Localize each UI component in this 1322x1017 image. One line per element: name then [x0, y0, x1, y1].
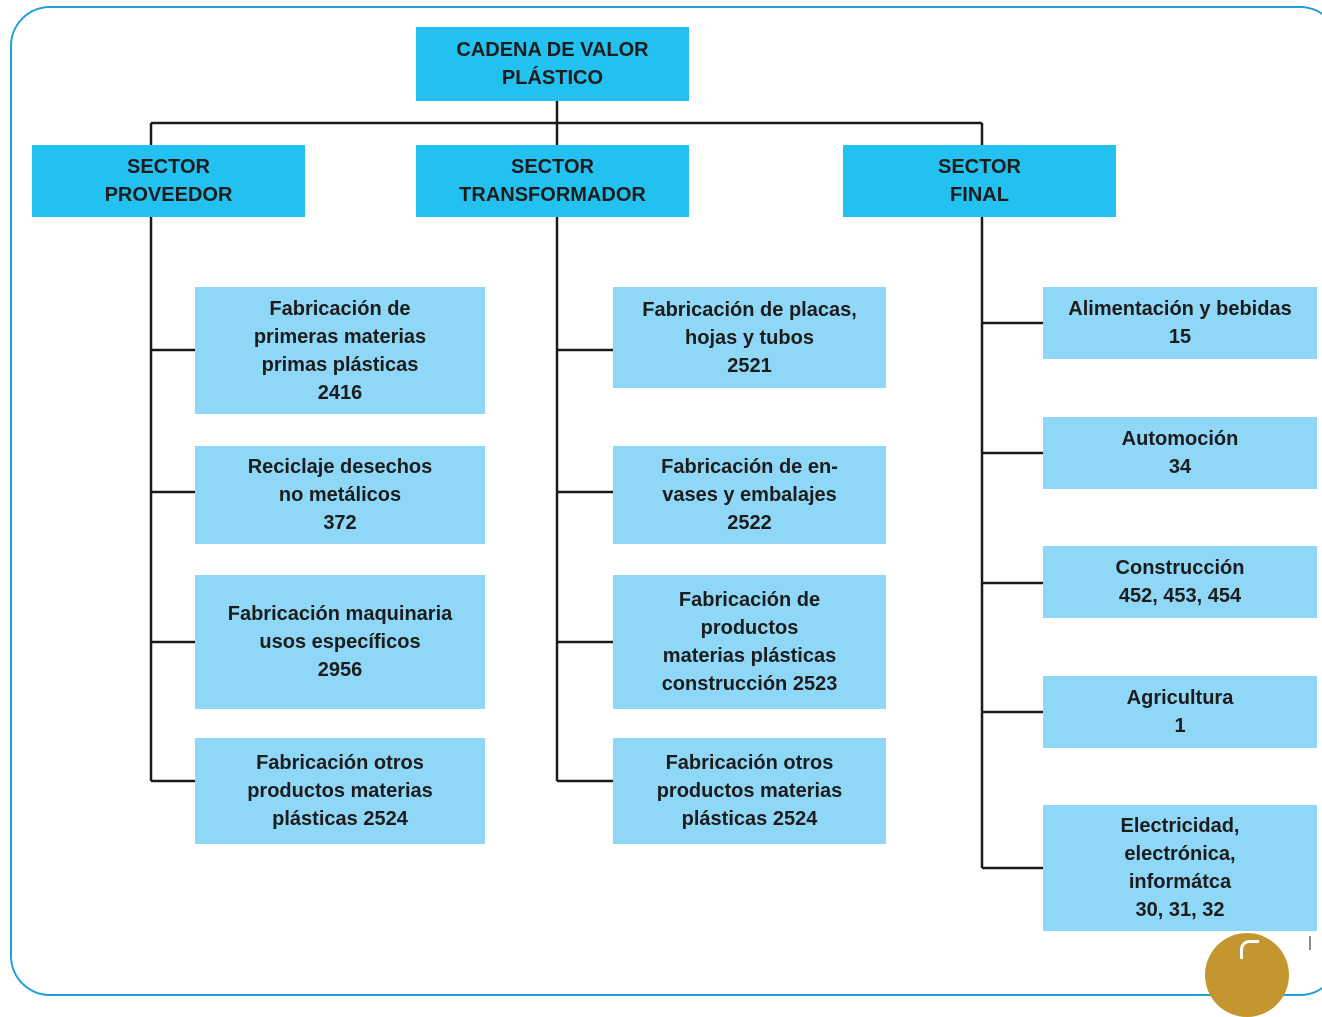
final-item-5: Electricidad, electrónica, informátca 30… — [1043, 805, 1317, 931]
edge-marker — [1309, 936, 1311, 950]
sector-proveedor: SECTOR PROVEEDOR — [32, 145, 305, 217]
proveedor-item-2: Reciclaje desechos no metálicos 372 — [195, 446, 485, 544]
final-item-1: Alimentación y bebidas 15 — [1043, 287, 1317, 359]
final-item-4: Agricultura 1 — [1043, 676, 1317, 748]
transformador-item-2: Fabricación de en- vases y embalajes 252… — [613, 446, 886, 544]
final-item-3: Construcción 452, 453, 454 — [1043, 546, 1317, 618]
proveedor-item-3: Fabricación maquinaria usos específicos … — [195, 575, 485, 709]
transformador-item-4: Fabricación otros productos materias plá… — [613, 738, 886, 844]
final-item-2: Automoción 34 — [1043, 417, 1317, 489]
transformador-item-3: Fabricación de productos materias plásti… — [613, 575, 886, 709]
sector-final: SECTOR FINAL — [843, 145, 1116, 217]
proveedor-item-1: Fabricación de primeras materias primas … — [195, 287, 485, 414]
transformador-item-1: Fabricación de placas, hojas y tubos 252… — [613, 287, 886, 388]
proveedor-item-4: Fabricación otros productos materias plá… — [195, 738, 485, 844]
connector-lines — [149, 100, 1044, 870]
root-node: CADENA DE VALOR PLÁSTICO — [416, 27, 689, 101]
sector-transformador: SECTOR TRANSFORMADOR — [416, 145, 689, 217]
